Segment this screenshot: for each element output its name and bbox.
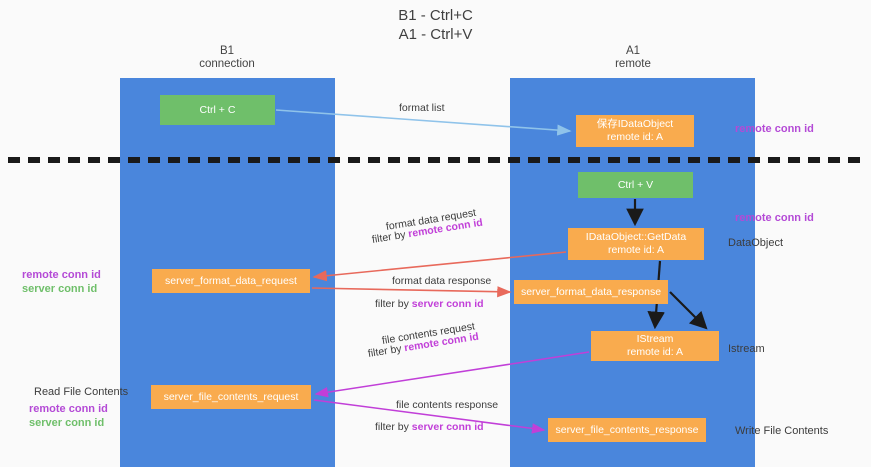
label-file-contents-response-filter-prefix: filter by (375, 421, 412, 433)
label-file-contents-response-filter-key: server conn id (411, 421, 484, 433)
label-format-data-request-filter-prefix: filter by (371, 228, 410, 246)
annotation-remote-conn-id-mid: remote conn id (735, 211, 814, 225)
node-server-format-data-request-label: server_format_data_request (165, 274, 297, 287)
annotation-remote-conn-id-mid-text: remote conn id (735, 212, 814, 224)
node-ctrl-c[interactable]: Ctrl + C (160, 95, 275, 125)
annotation-istream: Istream (728, 342, 765, 356)
diagram-title: B1 - Ctrl+C A1 - Ctrl+V (0, 6, 871, 44)
column-header-b1-name: B1 (219, 45, 235, 57)
column-header-a1-role: remote (615, 58, 651, 70)
node-server-format-data-response[interactable]: server_format_data_response (514, 280, 668, 304)
label-format-data-response-filter-prefix: filter by (375, 298, 412, 310)
node-idataobject-line1: 保存IDataObject (596, 118, 674, 130)
annotation-write-file-contents: Write File Contents (735, 424, 828, 438)
node-istream-line2: remote id: A (626, 346, 684, 358)
title-line-2: A1 - Ctrl+V (398, 26, 473, 43)
node-getdata-line2: remote id: A (607, 244, 665, 256)
annotation-read-file-contents: Read File Contents (34, 386, 129, 398)
node-idataobject-line2: remote id: A (606, 131, 664, 143)
annotation-left-remote-conn-id-1: remote conn id (22, 269, 101, 281)
node-server-format-data-request[interactable]: server_format_data_request (152, 269, 310, 293)
node-server-format-data-response-label: server_format_data_response (520, 285, 662, 298)
node-getdata-line1: IDataObject::GetData (585, 231, 687, 243)
label-file-contents-response-filter: filter by server conn id (375, 420, 484, 434)
annotation-left-server-conn-id-2: server conn id (29, 417, 105, 429)
label-format-data-response-filter-key: server conn id (411, 298, 484, 310)
annotation-istream-text: Istream (728, 343, 765, 355)
label-format-list: format list (399, 102, 445, 114)
node-server-file-contents-request-label: server_file_contents_request (163, 390, 299, 403)
annotation-remote-conn-id-top-text: remote conn id (735, 123, 814, 135)
column-header-b1: B1 connection (157, 45, 297, 71)
node-idataobject[interactable]: 保存IDataObject remote id: A (576, 115, 694, 147)
label-format-data-response: format data response (392, 275, 492, 287)
node-getdata[interactable]: IDataObject::GetData remote id: A (568, 228, 704, 260)
column-header-a1-name: A1 (625, 45, 641, 57)
node-server-file-contents-response-label: server_file_contents_response (555, 423, 699, 436)
column-header-a1: A1 remote (563, 45, 703, 71)
title-line-1: B1 - Ctrl+C (398, 7, 473, 24)
label-file-contents-response: file contents response (396, 399, 499, 411)
node-ctrl-v[interactable]: Ctrl + V (578, 172, 693, 198)
label-file-contents-request-filter-prefix: filter by (367, 342, 406, 360)
annotation-write-file-contents-text: Write File Contents (735, 425, 829, 437)
annotation-dataobject: DataObject (728, 236, 783, 250)
annotation-left-conn-ids-2: Read File Contents remote conn id server… (29, 385, 128, 430)
annotation-left-remote-conn-id-2: remote conn id (29, 403, 108, 415)
column-header-b1-role: connection (199, 58, 255, 70)
node-istream-line1: IStream (636, 333, 674, 345)
label-format-data-response-filter: filter by server conn id (375, 297, 484, 311)
arrow-format-data-response (311, 286, 512, 298)
annotation-remote-conn-id-top: remote conn id (735, 122, 814, 136)
annotation-left-conn-ids-1: remote conn id server conn id (22, 268, 101, 296)
annotation-dataobject-text: DataObject (728, 237, 784, 249)
annotation-left-server-conn-id-1: server conn id (22, 283, 98, 295)
node-server-file-contents-response[interactable]: server_file_contents_response (548, 418, 706, 442)
node-ctrl-c-label: Ctrl + C (199, 103, 236, 116)
node-ctrl-v-label: Ctrl + V (617, 178, 654, 191)
node-istream[interactable]: IStream remote id: A (591, 331, 719, 361)
node-server-file-contents-request[interactable]: server_file_contents_request (151, 385, 311, 409)
